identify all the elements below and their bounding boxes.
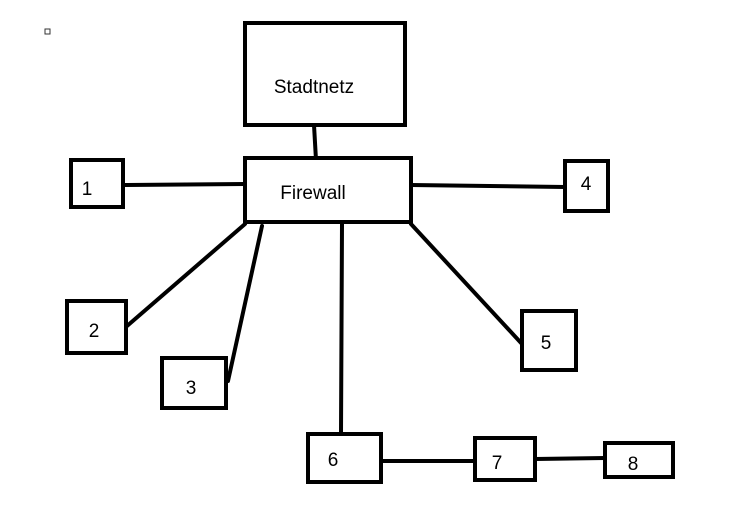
connection-lines <box>121 123 607 463</box>
node-firewall-label: Firewall <box>280 183 345 204</box>
node-2: 2 <box>65 299 128 355</box>
edge-n1-firewall <box>121 182 247 187</box>
edge-stadtnetz-firewall <box>312 123 318 162</box>
node-firewall: Firewall <box>243 156 413 224</box>
node-7-label: 7 <box>492 453 503 474</box>
corner-marker-icon <box>44 28 51 35</box>
node-6-label: 6 <box>328 450 339 471</box>
node-7: 7 <box>473 436 537 482</box>
edge-firewall-n3 <box>226 224 264 383</box>
node-stadtnetz-label: Stadtnetz <box>274 77 354 98</box>
node-3: 3 <box>160 356 228 410</box>
node-1-label: 1 <box>82 179 93 200</box>
node-8: 8 <box>603 441 675 479</box>
node-2-label: 2 <box>89 321 100 342</box>
node-4-label: 4 <box>581 174 592 195</box>
edge-firewall-n5 <box>409 222 524 346</box>
edge-firewall-n2 <box>125 222 247 328</box>
nodes: Stadtnetz Firewall 1 2 3 4 <box>65 21 675 484</box>
node-5: 5 <box>520 309 578 372</box>
node-stadtnetz: Stadtnetz <box>243 21 407 127</box>
node-1: 1 <box>69 158 125 209</box>
edge-firewall-n6 <box>339 222 344 436</box>
node-5-label: 5 <box>541 333 552 354</box>
node-4: 4 <box>563 159 610 213</box>
edge-n7-n8 <box>533 456 607 461</box>
node-6: 6 <box>306 432 383 484</box>
edge-firewall-n4 <box>409 183 567 189</box>
node-8-label: 8 <box>628 454 639 475</box>
node-3-label: 3 <box>186 378 197 399</box>
